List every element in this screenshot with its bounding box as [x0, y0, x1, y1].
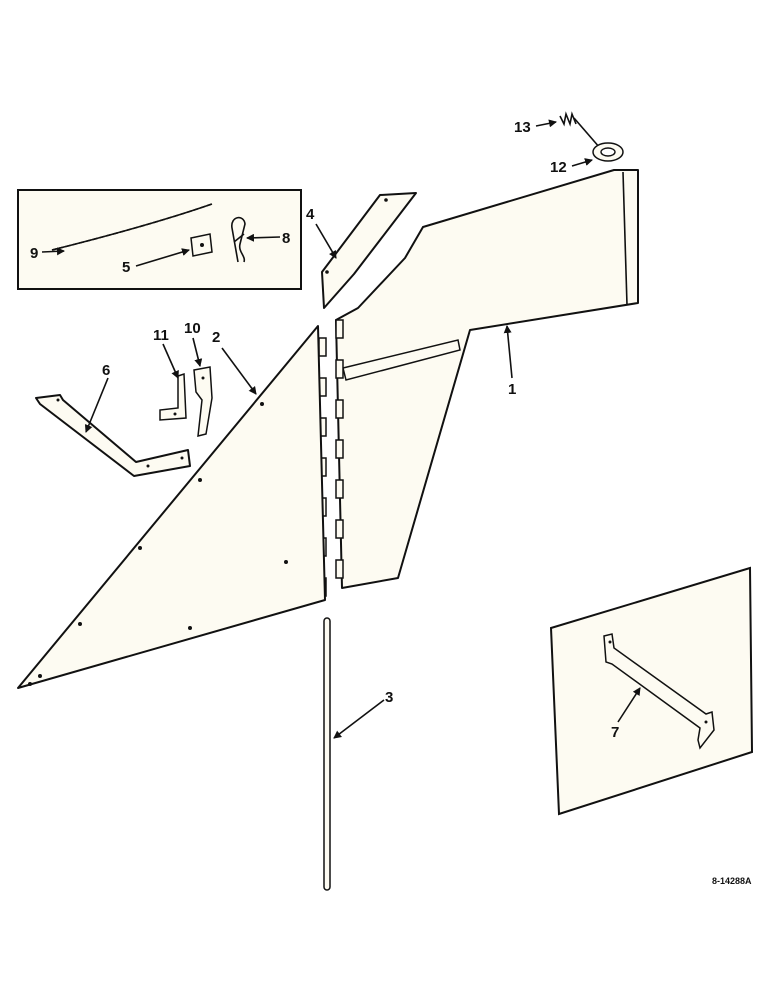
triangular-panel-part-2 — [17, 325, 326, 689]
inset-hardware-box — [17, 189, 302, 290]
callout-label-4: 4 — [306, 206, 315, 223]
callout-4: 4 — [306, 206, 337, 259]
callout-11: 11 — [153, 327, 179, 379]
hair-pin-part-8 — [231, 216, 246, 263]
callout-label-13: 13 — [514, 119, 531, 136]
hinge-rod-part-3 — [323, 617, 331, 891]
callout-8: 8 — [246, 230, 290, 247]
callout-label-6: 6 — [102, 362, 110, 379]
chain-part-9 — [51, 203, 213, 251]
callout-label-3: 3 — [385, 689, 393, 706]
callout-7: 7 — [611, 687, 641, 741]
callout-12: 12 — [550, 158, 593, 176]
callout-label-8: 8 — [282, 230, 290, 247]
callout-13: 13 — [514, 119, 557, 136]
inset-bracket-box — [549, 566, 754, 816]
panel-part-1 — [335, 169, 639, 589]
strip-part-4 — [321, 192, 417, 309]
callout-label-7: 7 — [611, 724, 619, 741]
callout-6: 6 — [84, 362, 110, 433]
callout-label-1: 1 — [508, 381, 516, 398]
callout-label-10: 10 — [184, 320, 201, 337]
callout-label-5: 5 — [122, 259, 130, 276]
brace-part-7 — [603, 633, 715, 750]
bracket-part-10 — [193, 366, 213, 437]
clip-plate-part-5 — [190, 233, 213, 257]
callout-3: 3 — [333, 689, 393, 739]
callout-label-12: 12 — [550, 159, 567, 176]
callout-1: 1 — [503, 325, 516, 398]
spring-part-13 — [559, 111, 577, 127]
callout-5: 5 — [122, 248, 190, 276]
angle-bracket-part-6 — [35, 394, 191, 477]
bracket-part-11 — [159, 372, 187, 421]
callout-label-2: 2 — [212, 329, 220, 346]
drawing-id: 8-14288A — [712, 876, 752, 886]
callout-9: 9 — [30, 245, 65, 262]
callout-10: 10 — [184, 320, 203, 367]
lock-pin-part-12 — [573, 117, 624, 162]
callout-2: 2 — [212, 329, 257, 395]
callout-label-9: 9 — [30, 245, 38, 262]
callout-label-11: 11 — [153, 327, 169, 344]
